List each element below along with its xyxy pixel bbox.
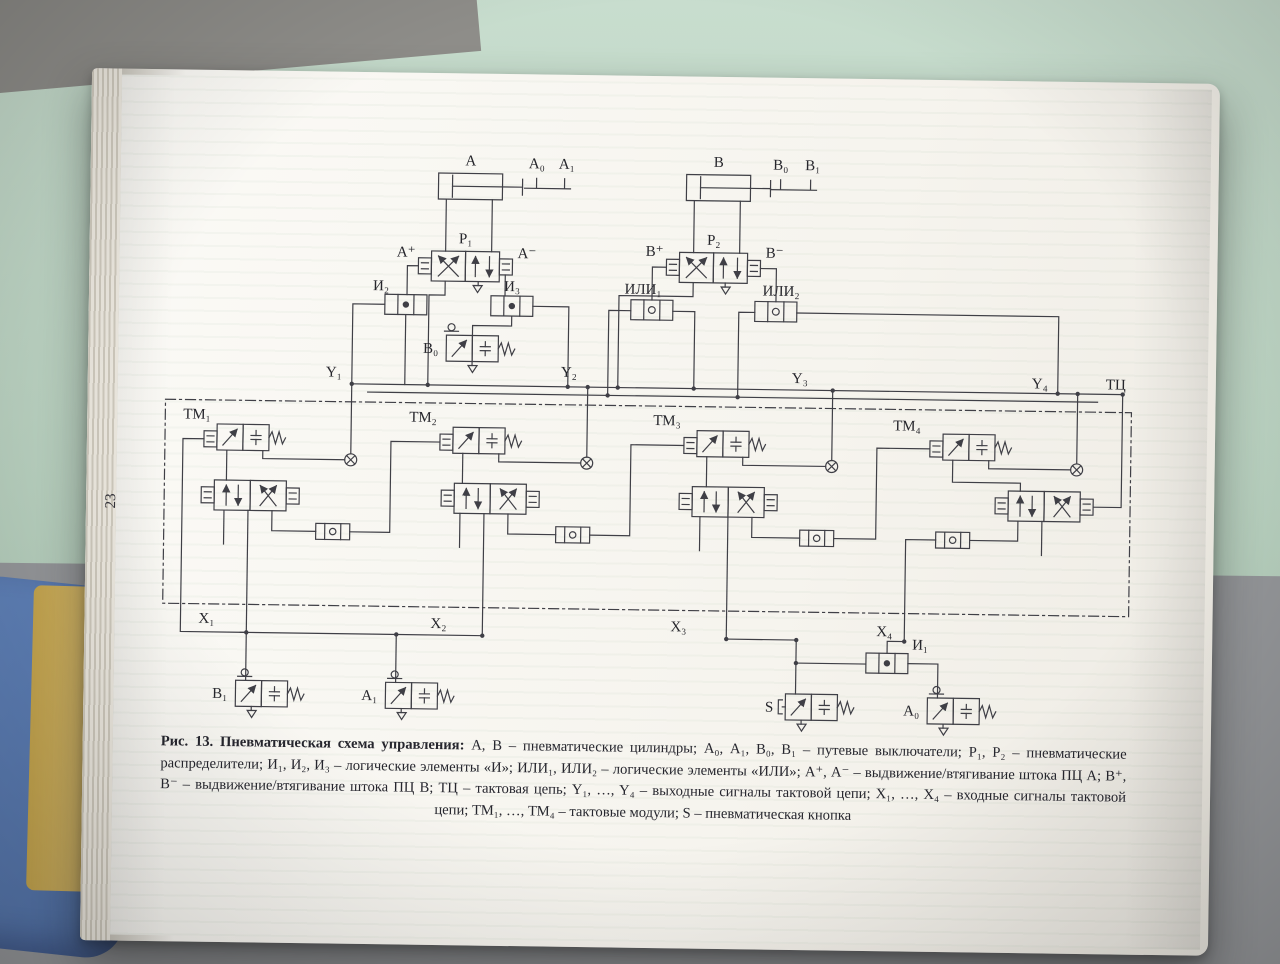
label-tm3: ТМ₃ (653, 413, 681, 429)
page-number: 23 (102, 493, 120, 509)
limit-switch-valve-a0 (927, 685, 996, 736)
label-a0-bottom: А₀ (903, 704, 919, 720)
cylinder-b (685, 173, 772, 203)
and-valve-i3 (490, 295, 534, 317)
book-page: 23 (103, 74, 1212, 950)
label-b-minus: В⁻ (766, 246, 784, 262)
cylinder-a (437, 172, 524, 201)
limit-switch-marks-a (523, 177, 572, 190)
label-a-minus: А⁻ (517, 246, 536, 262)
figure-caption-title: Рис. 13. Пневматическая схема управления… (160, 733, 465, 754)
tact-module-4 (903, 434, 1094, 643)
connection-lines-bus (350, 383, 1124, 509)
and-valve-i1 (865, 652, 909, 675)
label-i3: И₃ (504, 279, 520, 295)
label-y3: Y₃ (792, 371, 808, 387)
output-indicator-1 (344, 453, 358, 467)
pushbutton-valve-s (777, 694, 854, 732)
label-a-plus: А⁺ (397, 244, 416, 260)
label-b0-valve: В₀ (423, 341, 438, 357)
label-p2: Р₂ (707, 233, 721, 249)
connection-lines-top (351, 198, 1060, 398)
label-y1: Y₁ (326, 364, 342, 380)
figure-caption: Рис. 13. Пневматическая схема управления… (160, 731, 1127, 831)
output-indicator-3 (824, 459, 839, 474)
limit-switch-marks-b (769, 179, 818, 191)
output-indicator-4 (1069, 463, 1084, 477)
label-tm1: ТМ₁ (183, 406, 211, 422)
label-b-plus: В⁺ (646, 244, 664, 260)
tact-module-1 (179, 423, 441, 633)
label-y4: Y₄ (1032, 376, 1048, 392)
label-tm4: ТМ₄ (893, 418, 921, 434)
limit-switch-valve-a1 (385, 670, 454, 721)
output-indicator-2 (579, 456, 594, 470)
limit-switch-valve-b1 (235, 668, 304, 719)
label-x1: X₁ (198, 611, 214, 627)
label-x4: X₄ (876, 624, 892, 640)
label-cylinder-a: А (465, 153, 476, 169)
label-a1-bottom: А₁ (361, 688, 377, 704)
label-a0-top: А₀ (529, 156, 545, 172)
tact-module-3 (678, 430, 931, 640)
valve-p2 (665, 252, 762, 295)
label-s: S (765, 700, 774, 716)
label-p1: Р₁ (459, 231, 473, 247)
connection-lines-bottom (239, 631, 939, 699)
label-or2: ИЛИ₂ (762, 284, 799, 301)
valve-b0 (443, 323, 515, 374)
label-tm2: ТМ₂ (409, 410, 437, 426)
label-b1-top: В₁ (805, 158, 820, 174)
label-x3: X₃ (670, 619, 686, 635)
label-b1-bottom: В₁ (212, 686, 227, 702)
or-valve-or1 (630, 299, 674, 321)
junction-dots (244, 381, 1125, 666)
or-valve-or2 (754, 300, 798, 323)
and-valve-i2 (384, 293, 428, 316)
label-y2: Y₂ (561, 365, 577, 381)
label-i2: И₂ (373, 278, 389, 294)
label-cylinder-b: В (714, 155, 724, 171)
label-x2: X₂ (430, 616, 446, 632)
label-or1: ИЛИ₁ (624, 282, 661, 299)
tact-chain-border (162, 398, 1133, 618)
label-a1-top: А₁ (559, 157, 575, 173)
label-tc: ТЦ (1106, 377, 1126, 393)
open-book: 23 (79, 68, 1221, 956)
label-b0-top: В₀ (773, 158, 788, 174)
tact-module-2 (439, 427, 685, 637)
label-i1: И₁ (912, 638, 928, 654)
valve-p1 (417, 251, 514, 294)
pneumatic-diagram: А А₀ А₁ В В₀ В₁ Р₁ А⁺ А⁻ Р₂ В⁺ В⁻ И₂ И₃ … (162, 153, 1133, 736)
